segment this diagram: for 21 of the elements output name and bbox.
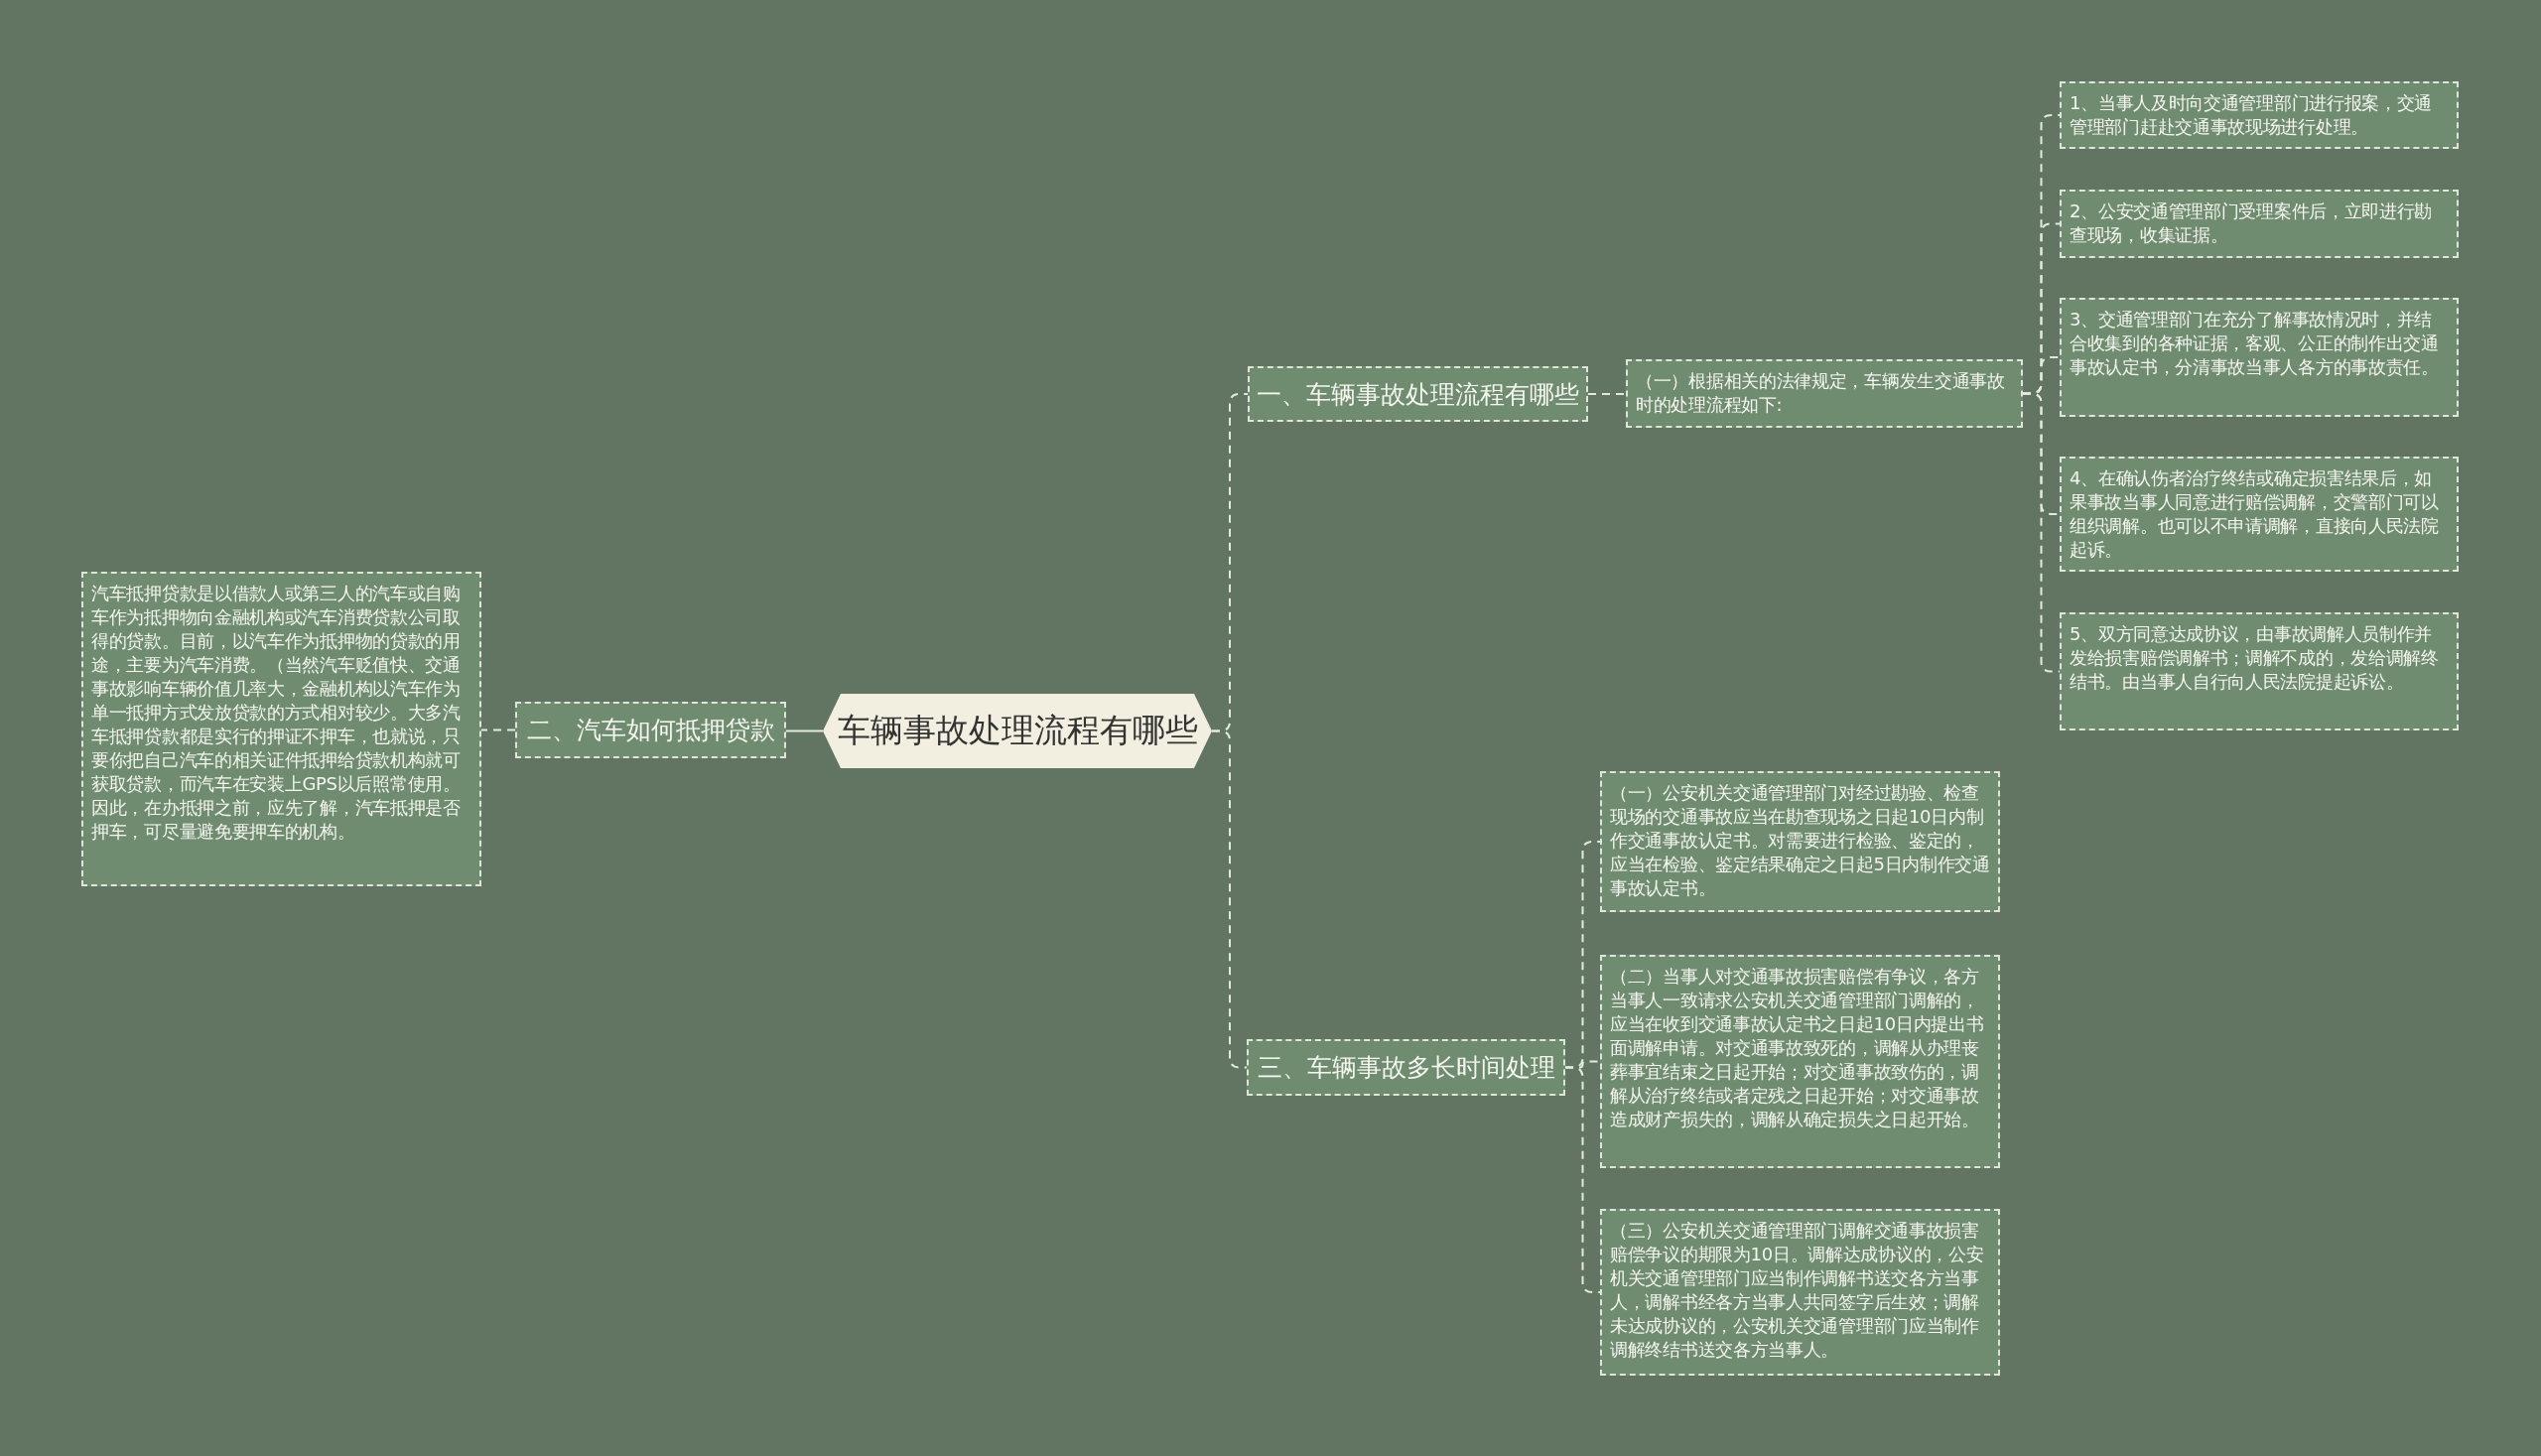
central-topic-hexagon bbox=[823, 694, 1212, 768]
branch-topic-box: 二、汽车如何抵押贷款 bbox=[515, 702, 786, 758]
text-box: 2、公安交通管理部门受理案件后，立即进行勘查现场，收集证据。 bbox=[2060, 190, 2459, 258]
branch-topic-box: 三、车辆事故多长时间处理 bbox=[1247, 1039, 1565, 1096]
text-box: 汽车抵押贷款是以借款人或第三人的汽车或自购车作为抵押物向金融机构或汽车消费贷款公司取得的贷款。目前，以汽车作为抵押物的贷款的用途，主要为汽车消费。（当然汽车贬值快、交通事故影响车辆价值几率大，金融机构以汽车作为单一抵押方式发放贷款的方式相对较少。大多汽车抵押贷款都是实行的押证不押车，也就说，只要你把自己汽车的相关证件抵押给贷款机构就可获取贷款，而汽车在安装上GPS以后照常使用。因此，在办抵押之前，应先了解，汽车抵押是否押车，可尽量避免要押车的机构。 bbox=[81, 572, 481, 886]
text-box: （三）公安机关交通管理部门调解交通事故损害赔偿争议的期限为10日。调解达成协议的，公安机关交通管理部门应当制作调解书送交各方当事人，调解书经各方当事人共同签字后生效；调解未达成协议的，公安机关交通管理部门应当制作调解终结书送交各方当事人。 bbox=[1600, 1209, 2000, 1376]
connector-line bbox=[480, 728, 516, 731]
text-box: （一）公安机关交通管理部门对经过勘验、检查现场的交通事故应当在勘查现场之日起10日内制作交通事故认定书。对需要进行检验、鉴定的，应当在检验、鉴定结果确定之日起5日内制作交通事故认定书。 bbox=[1600, 771, 2000, 912]
branch-topic-box: 一、车辆事故处理流程有哪些 bbox=[1248, 366, 1588, 422]
connector-line bbox=[1211, 729, 1248, 1069]
connector-line bbox=[785, 729, 824, 732]
connector-line bbox=[1564, 1066, 1601, 1293]
topic-title: 车辆事故处理流程有哪些 bbox=[837, 710, 1198, 751]
text-box: 4、在确认伤者治疗终结或确定损害结果后，如果事故当事人同意进行赔偿调解，交警部门可以组织调解。也可以不申请调解，直接向人民法院起诉。 bbox=[2060, 457, 2459, 572]
text-box: （一）根据相关的法律规定，车辆发生交通事故时的处理流程如下: bbox=[1626, 359, 2023, 428]
text-box: 5、双方同意达成协议，由事故调解人员制作并发给损害赔偿调解书；调解不成的，发给调解终结书。由当事人自行向人民法院提起诉讼。 bbox=[2060, 612, 2459, 730]
connector-line bbox=[2022, 392, 2061, 673]
connector-line bbox=[1587, 393, 1627, 395]
text-box: 3、交通管理部门在充分了解事故情况时，并结合收集到的各种证据，客观、公正的制作出交通事故认定书，分清事故当事人各方的事故责任。 bbox=[2060, 298, 2459, 417]
text-box: （二）当事人对交通事故损害赔偿有争议，各方当事人一致请求公安机关交通管理部门调解的，应当在收到交通事故认定书之日起10日内提出书面调解申请。对交通事故致死的，调解从办理丧葬事宜结束之日起开始；对交通事故致伤的，调解从治疗终结或者定残之日起开始；对交通事故造成财产损失的，调解从确定损失之日起开始。 bbox=[1600, 955, 2000, 1168]
text-box: 1、当事人及时向交通管理部门进行报案，交通管理部门赶赴交通事故现场进行处理。 bbox=[2060, 81, 2459, 149]
